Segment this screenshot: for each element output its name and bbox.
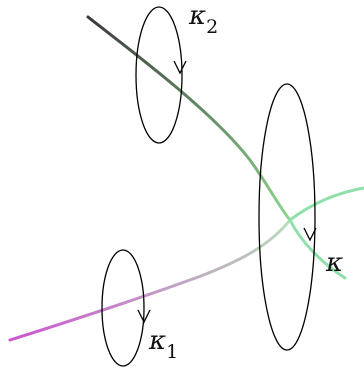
loop-kappa2 (135, 6, 183, 144)
arrow-kappa2-icon (173, 60, 187, 75)
label-kappa2-symbol: κ (188, 1, 206, 31)
label-kappa1-subscript: 1 (166, 341, 178, 363)
strand-right-lower (288, 218, 347, 280)
label-kappa1-symbol: κ (148, 326, 166, 356)
arrow-kappa-icon (303, 227, 317, 242)
strand-upper (86, 15, 292, 222)
label-kappa-symbol: κ (325, 248, 343, 278)
arrow-kappa1-icon (137, 309, 151, 324)
loop-kappa1 (101, 249, 145, 367)
label-kappa2-subscript: 2 (206, 16, 218, 38)
strand-right (288, 186, 364, 222)
label-kappa2: κ2 (188, 1, 218, 38)
strand-lower (8, 218, 292, 342)
label-kappa1: κ1 (148, 326, 178, 363)
label-kappa: κ (325, 248, 343, 278)
loop-kappa (258, 83, 316, 351)
